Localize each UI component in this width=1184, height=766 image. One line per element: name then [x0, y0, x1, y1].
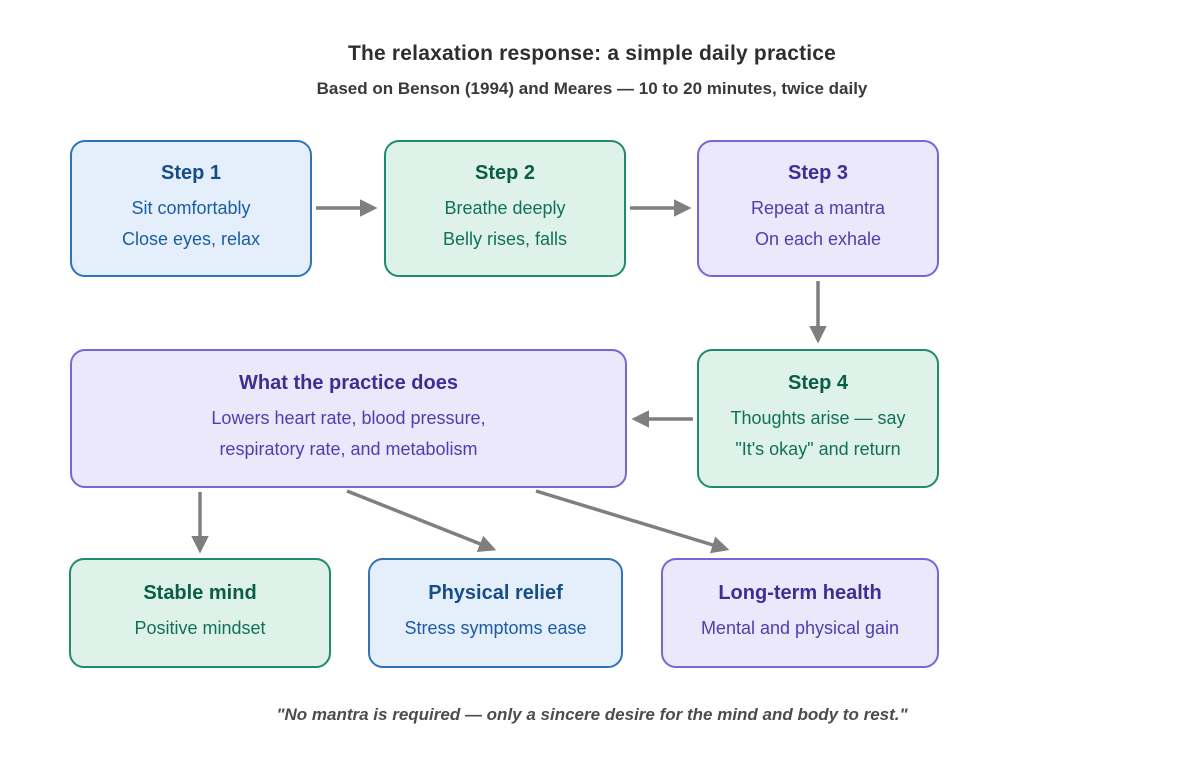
arrow-practice-to-physical: [346, 489, 497, 552]
page-subtitle: Based on Benson (1994) and Meares — 10 t…: [316, 79, 868, 98]
page-title: The relaxation response: a simple daily …: [347, 42, 837, 65]
node-step-1-line-2: Close eyes, relax: [121, 229, 261, 249]
node-long-term-health-title: Long-term health: [718, 582, 882, 604]
node-what-practice-does: What the practice does Lowers heart rate…: [70, 349, 627, 488]
node-stable-mind: Stable mind Positive mindset: [69, 558, 331, 668]
node-step-4-line-1: Thoughts arise — say: [730, 408, 906, 428]
node-step-3-title: Step 3: [787, 162, 849, 184]
node-step-1: Step 1 Sit comfortably Close eyes, relax: [70, 140, 312, 277]
node-stable-mind-line-1: Positive mindset: [134, 618, 266, 638]
node-what-practice-does-title: What the practice does: [239, 372, 458, 394]
node-step-3-line-2: On each exhale: [754, 229, 882, 249]
footer-quote: "No mantra is required — only a sincere …: [276, 705, 908, 724]
node-step-2-title: Step 2: [474, 162, 536, 184]
node-step-2-line-1: Breathe deeply: [444, 198, 566, 218]
node-step-3-line-1: Repeat a mantra: [750, 198, 886, 218]
node-step-2-line-2: Belly rises, falls: [442, 229, 568, 249]
node-long-term-health: Long-term health Mental and physical gai…: [661, 558, 939, 668]
node-step-4: Step 4 Thoughts arise — say "It's okay" …: [697, 349, 939, 488]
node-long-term-health-line-1: Mental and physical gain: [700, 618, 900, 638]
node-what-practice-does-line-1: Lowers heart rate, blood pressure,: [211, 408, 486, 428]
node-physical-relief-line-1: Stress symptoms ease: [404, 618, 587, 638]
node-step-3: Step 3 Repeat a mantra On each exhale: [697, 140, 939, 277]
arrow-practice-to-longterm: [535, 489, 730, 554]
node-step-1-title: Step 1: [160, 162, 222, 184]
node-step-1-line-1: Sit comfortably: [131, 198, 251, 218]
node-physical-relief: Physical relief Stress symptoms ease: [368, 558, 623, 668]
node-step-2: Step 2 Breathe deeply Belly rises, falls: [384, 140, 626, 277]
node-physical-relief-title: Physical relief: [428, 582, 563, 604]
node-step-4-line-2: "It's okay" and return: [735, 439, 901, 459]
node-what-practice-does-line-2: respiratory rate, and metabolism: [219, 439, 478, 459]
node-stable-mind-title: Stable mind: [143, 582, 257, 604]
node-step-4-title: Step 4: [787, 372, 849, 394]
